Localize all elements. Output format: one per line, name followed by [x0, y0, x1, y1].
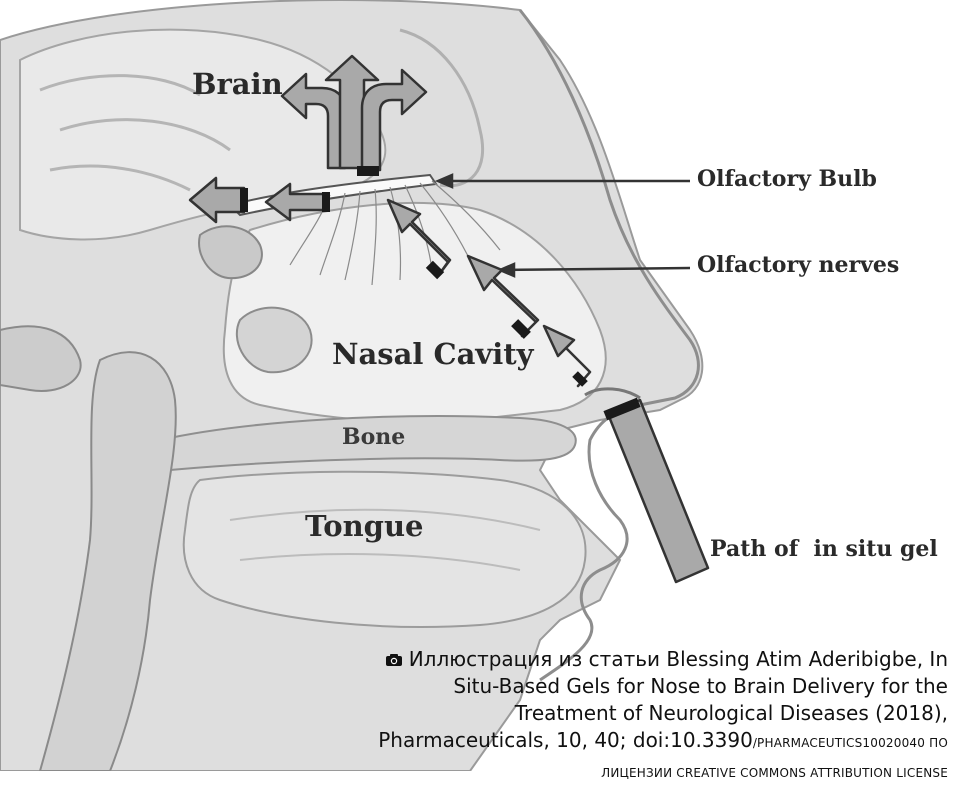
caption-prefix: Иллюстрация из статьи [409, 647, 660, 671]
tongue-label: Tongue [305, 512, 424, 541]
camera-icon [385, 653, 403, 667]
caption-doi-rest: /PHARMACEUTICS10020040 [753, 736, 925, 750]
bone-label: Bone [342, 426, 405, 448]
image-caption: Иллюстрация из статьи Blessing Atim Ader… [348, 646, 948, 787]
nasal-cavity-label: Nasal Cavity [332, 340, 534, 369]
gel-path-label: Path of in situ gel [710, 538, 938, 560]
olfactory-nerves-label: Olfactory nerves [697, 254, 899, 276]
brain-label: Brain [192, 70, 283, 99]
olfactory-bulb-label: Olfactory Bulb [697, 168, 877, 190]
